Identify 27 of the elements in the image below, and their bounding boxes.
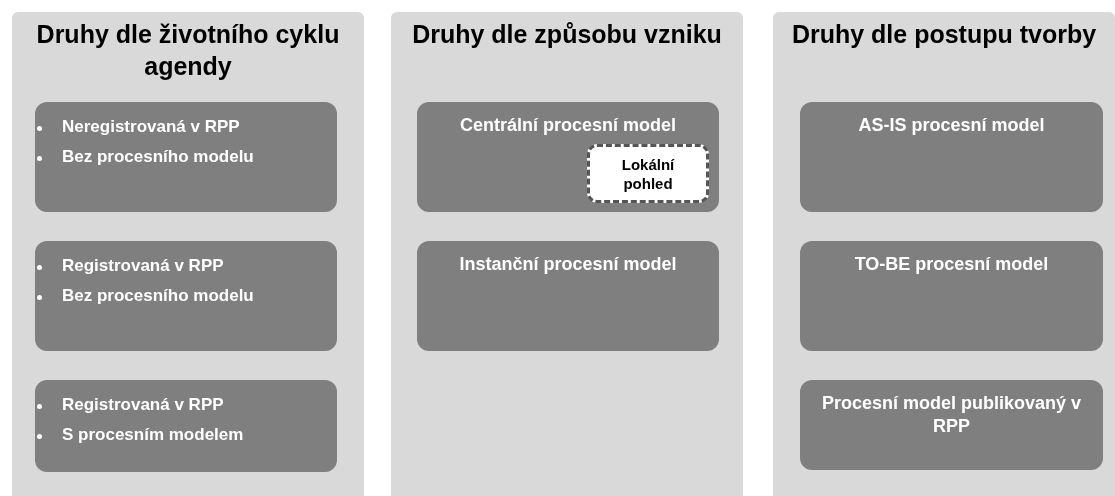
model-box <box>35 241 337 351</box>
list-item: Bez procesního modelu <box>62 146 254 168</box>
box-label: Procesní model publikovaný v RPP <box>820 392 1083 438</box>
box-label: Lokální pohled <box>620 154 676 193</box>
list-item: Neregistrovaná v RPP <box>62 116 240 138</box>
model-box <box>800 380 1103 470</box>
panel-heading: Druhy dle postupu tvorby <box>790 19 1098 50</box>
list-item: S procesním modelem <box>62 424 244 446</box>
panel-heading: Druhy dle životního cyklu agendy <box>35 19 341 82</box>
list-item: Registrovaná v RPP <box>62 255 224 277</box>
category-panel <box>391 12 743 496</box>
box-label: AS-IS procesní model <box>857 114 1046 137</box>
box-label: Instanční procesní model <box>458 253 678 276</box>
model-box <box>35 102 337 212</box>
model-box <box>800 102 1103 212</box>
model-box <box>417 241 719 351</box>
model-box <box>417 102 719 212</box>
box-label: Centrální procesní model <box>458 114 677 137</box>
list-item: Registrovaná v RPP <box>62 394 224 416</box>
category-panel <box>773 12 1115 496</box>
local-view-box <box>587 144 709 203</box>
panel-heading: Druhy dle způsobu vzniku <box>411 19 723 50</box>
box-label: TO-BE procesní model <box>853 253 1050 276</box>
model-box <box>35 380 337 472</box>
model-box <box>800 241 1103 351</box>
category-panel <box>12 12 364 496</box>
list-item: Bez procesního modelu <box>62 285 254 307</box>
